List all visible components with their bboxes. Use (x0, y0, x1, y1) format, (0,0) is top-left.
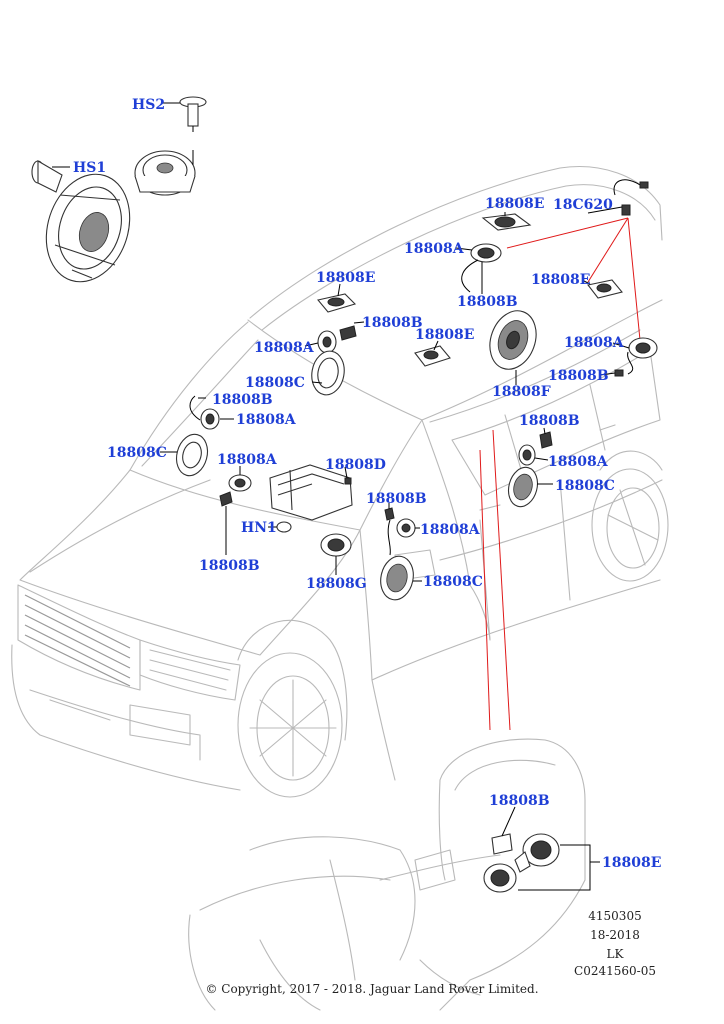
label-18808e-right: 18808E (531, 272, 590, 288)
speaker-18808g-center (320, 533, 352, 557)
label-18808b-left: 18808B (212, 392, 273, 408)
speaker-18808c-rear-door (507, 431, 553, 508)
label-18808a-dash: 18808A (254, 340, 315, 356)
copyright-notice: © Copyright, 2017 - 2018. Jaguar Land Ro… (205, 982, 538, 996)
speaker-18808a-dash (317, 325, 357, 354)
amplifier-18808d (269, 464, 353, 521)
label-18808e-center: 18808E (415, 327, 474, 343)
vehicle-outline (11, 166, 669, 798)
horn-hn1 (276, 521, 292, 533)
label-18808a-rear: 18808A (564, 335, 625, 351)
label-18808c-rear-door: 18808C (555, 478, 615, 494)
label-18808b-rear-door: 18808B (519, 413, 580, 429)
speaker-18808c-front-door (380, 507, 416, 601)
label-18808c-front-door: 18808C (423, 574, 483, 590)
seat-outline (188, 738, 586, 1011)
label-18808e-seat: 18808E (602, 855, 661, 871)
red-guide-lines (479, 217, 641, 731)
drawing-meta: 4150305 18-2018 LK C0241560-05 (574, 909, 656, 978)
meta-line-3: LK (607, 947, 625, 961)
speaker-18808c-left (175, 433, 209, 477)
speaker-18808e-seat (483, 833, 560, 893)
label-18808b-dash: 18808B (362, 315, 423, 331)
label-18808a-roof: 18808A (404, 241, 465, 257)
label-18808b-seat: 18808B (489, 793, 550, 809)
label-18808a-front: 18808A (217, 452, 278, 468)
label-18808d: 18808D (325, 457, 386, 473)
subwoofer-18808f (489, 310, 537, 370)
label-18808a-rear-door: 18808A (548, 454, 609, 470)
label-18808f: 18808F (492, 384, 551, 400)
label-18808c-dash: 18808C (245, 375, 305, 391)
speaker-18808e-top (481, 213, 532, 231)
speaker-18808e-left (316, 293, 357, 313)
speaker-18808e-center (414, 345, 451, 367)
label-18808b-roof: 18808B (457, 294, 518, 310)
meta-line-4: C0241560-05 (574, 964, 656, 978)
speaker-hs2 (134, 150, 196, 196)
label-hn1: HN1 (241, 520, 277, 536)
speaker-18808a-front (219, 474, 252, 555)
callout-labels: HS2 HS1 18808E 18C620 18808A 18808B 1880… (73, 97, 661, 871)
meta-line-1: 4150305 (588, 909, 641, 923)
label-18808b-front: 18808B (366, 491, 427, 507)
label-18c620: 18C620 (553, 197, 613, 213)
speaker-18808e-right (587, 279, 623, 299)
label-18808a-front-door: 18808A (420, 522, 481, 538)
label-18808b-rear: 18808B (548, 368, 609, 384)
label-18808e-left: 18808E (316, 270, 375, 286)
label-hs1: HS1 (73, 160, 106, 176)
speaker-18808a-left (189, 395, 220, 430)
label-18808a-left: 18808A (236, 412, 297, 428)
speaker-hs1 (45, 173, 131, 283)
hs2-fastener (179, 96, 207, 132)
label-18808c-left: 18808C (107, 445, 167, 461)
speaker-18808c-dash (311, 350, 345, 396)
meta-line-2: 18-2018 (590, 928, 640, 942)
label-18808b-horn: 18808B (199, 558, 260, 574)
cable-18c620 (613, 179, 649, 216)
label-18808e-top: 18808E (485, 196, 544, 212)
hs1-fastener (31, 160, 63, 193)
speaker-18808a-roof (461, 243, 502, 293)
leader-lines (52, 102, 630, 891)
label-hs2: HS2 (132, 97, 165, 113)
label-18808g: 18808G (306, 576, 367, 592)
